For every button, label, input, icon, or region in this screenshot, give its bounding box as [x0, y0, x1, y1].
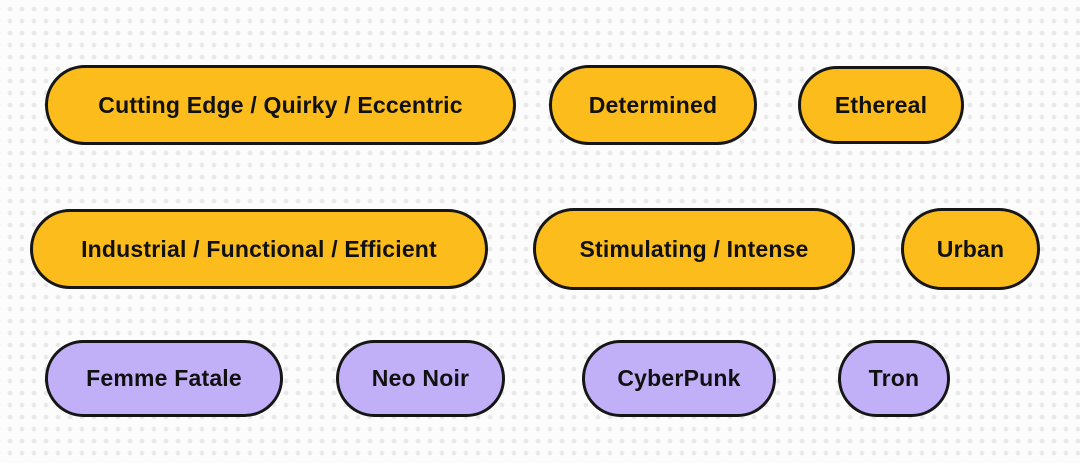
chip-stimulating-intense[interactable]: Stimulating / Intense [533, 208, 855, 290]
chip-ethereal[interactable]: Ethereal [798, 66, 964, 144]
chip-femme-fatale[interactable]: Femme Fatale [45, 340, 283, 417]
chip-tron[interactable]: Tron [838, 340, 950, 417]
chip-industrial-functional-efficient[interactable]: Industrial / Functional / Efficient [30, 209, 488, 289]
chip-cutting-edge-quirky-eccentric[interactable]: Cutting Edge / Quirky / Eccentric [45, 65, 516, 145]
chip-urban[interactable]: Urban [901, 208, 1040, 290]
chip-cyberpunk[interactable]: CyberPunk [582, 340, 776, 417]
chip-determined[interactable]: Determined [549, 65, 757, 145]
chip-neo-noir[interactable]: Neo Noir [336, 340, 505, 417]
